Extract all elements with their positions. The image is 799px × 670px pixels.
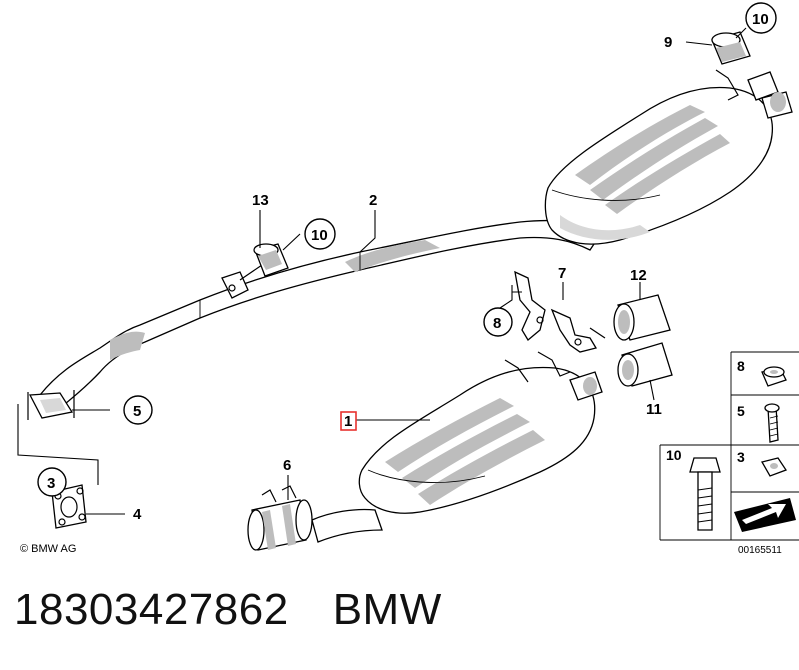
- label-part-10-mid: 10: [311, 227, 328, 244]
- label-part-4: 4: [133, 506, 142, 523]
- label-part-2: 2: [369, 192, 377, 209]
- rubber-mount-9: [711, 31, 751, 65]
- highlight-box-1: [340, 411, 357, 431]
- copyright: © BMW AG: [20, 543, 76, 555]
- label-part-12: 12: [630, 267, 647, 284]
- label-part-3: 3: [47, 475, 55, 492]
- circle-part-5: [123, 395, 153, 425]
- hanger-bracket-7: [514, 270, 606, 353]
- circle-part-3: [37, 467, 67, 497]
- legend-label-3: 3: [737, 449, 745, 465]
- label-part-13: 13: [252, 192, 269, 209]
- circle-part-10-top: [745, 2, 777, 34]
- rubber-mount-13: [253, 243, 289, 277]
- circle-part-10-mid: [304, 218, 336, 250]
- legend-label-5: 5: [737, 403, 745, 419]
- diagram-number: 00165511: [738, 545, 782, 556]
- label-part-5: 5: [133, 403, 141, 420]
- callouts: 1 2 3 4 5 6 7 8 9 10 10 11 12 13: [37, 2, 777, 523]
- sleeve-12: [613, 294, 671, 341]
- label-part-9: 9: [664, 34, 672, 51]
- leader-lines: [17, 27, 747, 515]
- front-silencer: [311, 351, 603, 543]
- label-part-11: 11: [646, 401, 662, 418]
- exhaust-system-diagram: 1 2 3 4 5 6 7 8 9 10 10 11 12 13 8 5 10: [17, 2, 799, 556]
- legend-label-8: 8: [737, 358, 745, 374]
- pipe-hanger-bracket: [221, 264, 263, 299]
- legend-bolt-10: [689, 457, 721, 473]
- part-number: 18303427862: [14, 585, 289, 634]
- label-part-10-top: 10: [752, 11, 769, 28]
- label-part-7: 7: [558, 265, 566, 282]
- label-part-1: 1: [344, 413, 352, 430]
- pipe-clamp-6: [247, 485, 313, 551]
- brand-name: BMW: [332, 585, 442, 634]
- rear-silencer: [544, 69, 793, 245]
- sleeve-11: [617, 342, 673, 387]
- small-parts-legend: 8 5 10 3 00165511: [659, 351, 799, 556]
- legend-label-10: 10: [666, 447, 682, 463]
- circle-part-8: [483, 307, 513, 337]
- part-caption: 18303427862 BMW: [14, 585, 442, 645]
- label-part-8: 8: [493, 315, 501, 332]
- intermediate-pipe: [27, 219, 601, 420]
- label-part-6: 6: [283, 457, 291, 474]
